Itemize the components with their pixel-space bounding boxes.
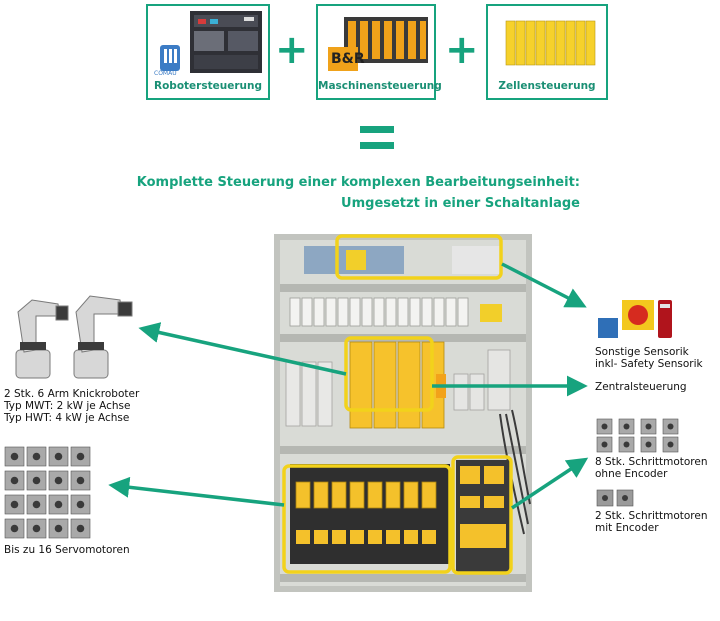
- servo-motor-shaft: [76, 524, 85, 533]
- stepper-motor-shaft: [601, 423, 608, 430]
- steppers-no-encoder-image: [596, 418, 679, 453]
- steppers-encoder-line-1: 2 Stk. Schrittmotoren: [595, 510, 708, 522]
- headline-line-2: Umgesetzt in einer Schaltanlage: [341, 196, 580, 211]
- servo-motor-shaft: [32, 524, 41, 533]
- robots-label-line-2: Typ MWT: 2 kW je Achse: [4, 400, 131, 412]
- highlight-top-terminals: [335, 234, 503, 280]
- equals-sign: [360, 126, 394, 154]
- central-control-label: Zentralsteuerung: [595, 381, 687, 393]
- steppers-encoder-image: [596, 489, 634, 507]
- highlight-servo-drives: [282, 464, 452, 574]
- stepper-motor-shaft: [623, 423, 630, 430]
- robots-label-line-1: 2 Stk. 6 Arm Knickroboter: [4, 388, 140, 400]
- highlight-safety-modules: [344, 336, 434, 412]
- servo-motor-shaft: [10, 476, 19, 485]
- servo-motor-shaft: [32, 476, 41, 485]
- comau-logo-text: COMAU: [154, 70, 177, 77]
- cell-control-label: Zellensteuerung: [498, 80, 596, 92]
- servo-motor-shaft: [76, 476, 85, 485]
- stepper-motor-shaft: [601, 441, 608, 448]
- br-logo-text: B&R: [331, 51, 365, 67]
- stepper-motor-shaft: [645, 441, 652, 448]
- sensors-label-line-2: inkl- Safety Sensorik: [595, 358, 703, 370]
- sensors-label: Sonstige Sensorik inkl- Safety Sensorik: [595, 346, 703, 370]
- servo-motor-shaft: [54, 452, 63, 461]
- arrow-to-steppers: [511, 457, 589, 510]
- plus-sign-1: +: [275, 27, 309, 73]
- steppers-encoder-line-2: mit Encoder: [595, 522, 659, 534]
- servo-motor-shaft: [32, 500, 41, 509]
- servo-motor-shaft: [54, 524, 63, 533]
- servo-motor-shaft: [54, 476, 63, 485]
- servo-motor-shaft: [10, 500, 19, 509]
- servo-motor-shaft: [10, 524, 19, 533]
- steppers-no-encoder-line-1: 8 Stk. Schrittmotoren: [595, 456, 708, 468]
- arrow-to-sensors: [501, 262, 587, 308]
- servo-motor-shaft: [54, 500, 63, 509]
- robot-control-box: COMAU Robotersteuerung: [146, 4, 270, 100]
- servo-motor-shaft: [76, 452, 85, 461]
- stepper-motor-shaft: [667, 441, 674, 448]
- steppers-no-encoder-line-2: ohne Encoder: [595, 468, 668, 480]
- control-cabinet-photo: [274, 234, 532, 592]
- steppers-no-encoder-label: 8 Stk. Schrittmotoren ohne Encoder: [595, 456, 708, 480]
- stepper-motor-shaft: [667, 423, 674, 430]
- servo-motors-image: [4, 446, 91, 539]
- robot-arms-image: [15, 295, 133, 379]
- highlight-stepper-drives: [451, 455, 513, 575]
- machine-control-label: Maschinensteuerung: [318, 80, 442, 92]
- robots-label-line-3: Typ HWT: 4 kW je Achse: [4, 412, 130, 424]
- steppers-encoder-label: 2 Stk. Schrittmotoren mit Encoder: [595, 510, 708, 534]
- headline-line-1: Komplette Steuerung einer komplexen Bear…: [136, 175, 580, 190]
- cell-control-box: Zellensteuerung: [486, 4, 608, 100]
- stepper-motor-shaft: [623, 441, 630, 448]
- stepper-motor-shaft: [645, 423, 652, 430]
- servo-label: Bis zu 16 Servomotoren: [4, 544, 130, 556]
- sensors-image: [598, 300, 672, 338]
- robot-control-cabinet-image: [160, 11, 262, 73]
- cell-control-safety-modules-image: [505, 20, 596, 66]
- arrow-to-servos: [108, 476, 285, 507]
- robots-label: 2 Stk. 6 Arm Knickroboter Typ MWT: 2 kW …: [4, 388, 139, 424]
- plus-sign-2: +: [445, 27, 479, 73]
- sensors-label-line-1: Sonstige Sensorik: [595, 346, 689, 358]
- machine-control-plc-image: [328, 17, 428, 71]
- servo-motor-shaft: [32, 452, 41, 461]
- robot-control-label: Robotersteuerung: [154, 80, 262, 92]
- machine-control-box: B&R Maschinensteuerung: [316, 4, 442, 100]
- servo-motor-shaft: [76, 500, 85, 509]
- servo-motor-shaft: [10, 452, 19, 461]
- arrow-to-robots: [138, 322, 347, 376]
